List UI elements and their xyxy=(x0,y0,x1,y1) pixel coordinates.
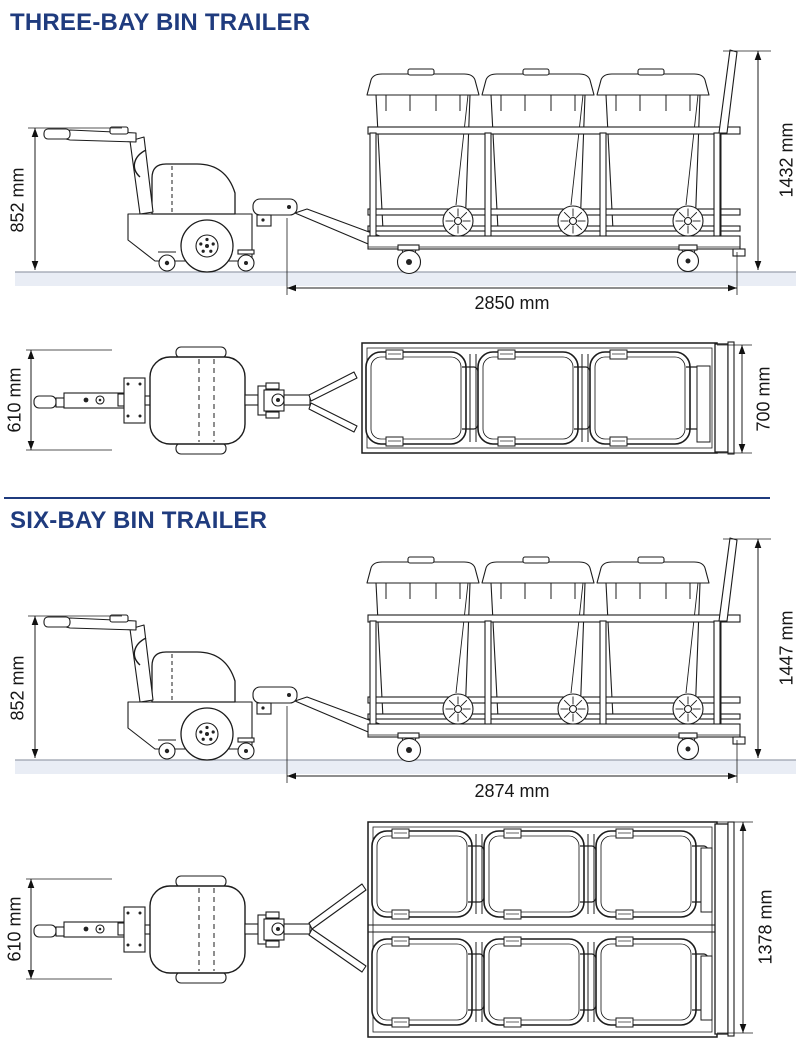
bins-side xyxy=(366,556,710,719)
tug-top xyxy=(33,346,311,455)
trailer-frame xyxy=(367,614,741,738)
six-bay-side-view: 2874 mm 852 mm 1447 mm xyxy=(7,537,796,801)
six-bay-tug-width-label: 610 mm xyxy=(4,896,24,961)
six-bay-overall-height-label: 1447 mm xyxy=(776,610,796,685)
top-dimensions xyxy=(26,344,752,454)
tug-side xyxy=(43,126,298,273)
three-bay-overall-height-label: 1432 mm xyxy=(776,122,796,197)
tug-side xyxy=(43,614,298,761)
trailer-top xyxy=(361,341,735,455)
trailer-casters xyxy=(396,244,700,275)
bin-wheels xyxy=(442,205,704,237)
bin-top xyxy=(589,349,703,447)
bins-side xyxy=(366,68,710,231)
side-dimensions xyxy=(28,538,771,783)
drawbar-arms xyxy=(308,371,358,433)
bin-wheels xyxy=(442,693,704,725)
six-bay-top-view: 610 mm 1378 mm xyxy=(4,821,775,1038)
six-bay-side-art xyxy=(15,537,796,783)
ground xyxy=(15,759,796,774)
bin-top xyxy=(477,349,591,447)
three-bay-tug-width-label: 610 mm xyxy=(4,367,24,432)
three-bay-tug-height-label: 852 mm xyxy=(7,167,27,232)
three-bay-title: THREE-BAY BIN TRAILER xyxy=(10,9,311,36)
bin-top xyxy=(371,828,485,920)
six-bay-trailer-width-label: 1378 mm xyxy=(755,889,775,964)
ground xyxy=(15,271,796,286)
three-bay-top-view: 610 mm 700 mm xyxy=(4,341,773,455)
tug-top xyxy=(33,875,311,984)
drawbar-arms xyxy=(308,883,367,973)
six-bay-title: SIX-BAY BIN TRAILER xyxy=(10,507,268,534)
six-bay-tug-height-label: 852 mm xyxy=(7,655,27,720)
three-bay-top-art xyxy=(26,341,752,455)
trailer-casters xyxy=(396,732,700,763)
top-dimensions xyxy=(26,821,753,1034)
back-post xyxy=(718,537,746,745)
bin-top xyxy=(371,936,485,1028)
side-dimensions xyxy=(28,50,771,295)
trailer-top xyxy=(367,821,735,1038)
bin-top xyxy=(483,936,597,1028)
six-bay-overall-length-label: 2874 mm xyxy=(474,781,549,801)
three-bay-trailer-width-label: 700 mm xyxy=(753,366,773,431)
three-bay-overall-length-label: 2850 mm xyxy=(474,293,549,313)
three-bay-side-art xyxy=(15,49,796,295)
bin-top xyxy=(365,349,479,447)
three-bay-side-view: 2850 mm 852 mm 1432 mm xyxy=(7,49,796,313)
section-divider xyxy=(4,497,770,499)
bin-top xyxy=(595,828,709,920)
bin-top xyxy=(595,936,709,1028)
back-post xyxy=(718,49,746,257)
bin-top xyxy=(483,828,597,920)
trailer-frame xyxy=(367,126,741,250)
six-bay-top-art xyxy=(26,821,753,1038)
